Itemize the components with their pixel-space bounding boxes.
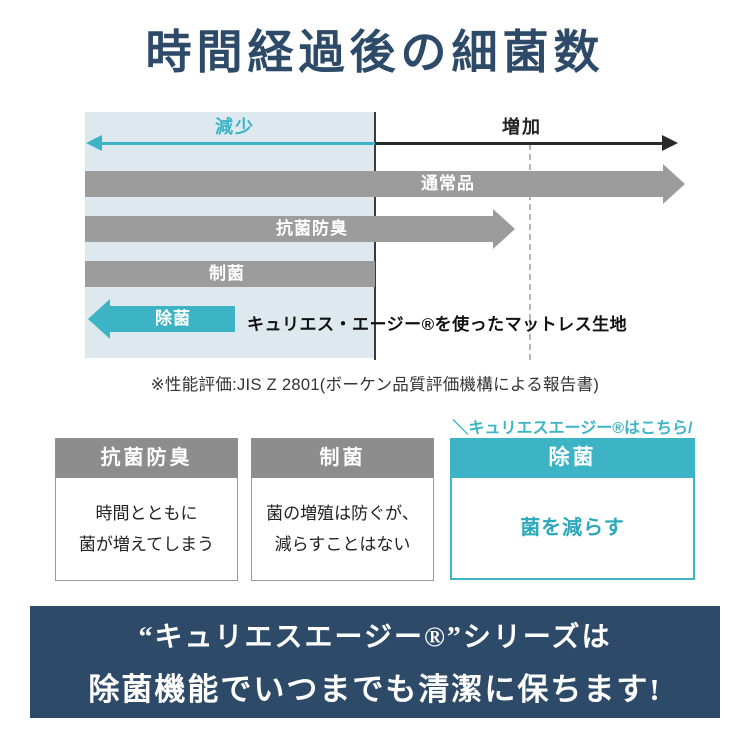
bar-bacteriostatic-label: 制菌 bbox=[209, 264, 245, 283]
footer-line-2: 除菌機能でいつまでも清潔に保ちます! bbox=[88, 672, 662, 707]
bar-antibacterial-deodorant-label: 抗菌防臭 bbox=[276, 219, 348, 238]
footer-line-1: “キュリエスエージー®”シリーズは bbox=[138, 622, 612, 653]
bar-sanitizing-label: 除菌 bbox=[155, 309, 191, 328]
comparison-box-bacteriostatic: 制菌 菌の増殖は防ぐが、 減らすことはない bbox=[251, 438, 434, 581]
bar-regular-product bbox=[85, 171, 663, 197]
comparison-box-antibacterial: 抗菌防臭 時間とともに 菌が増えてしまう bbox=[55, 438, 238, 581]
product-annotation: キュリエス・エージー®を使ったマットレス生地 bbox=[247, 315, 628, 334]
bar-bacteriostatic bbox=[85, 261, 375, 287]
comparison-box-header: 制菌 bbox=[251, 438, 434, 478]
comparison-box-header: 除菌 bbox=[450, 438, 695, 478]
performance-footnote: ※性能評価:JIS Z 2801(ボーケン品質評価機構による報告書) bbox=[150, 376, 600, 394]
bar-regular-product-label: 通常品 bbox=[421, 174, 475, 193]
highlight-callout: ＼キュリエスエージー®はこちら/ bbox=[452, 420, 693, 437]
footer-banner: “キュリエスエージー®”シリーズは 除菌機能でいつまでも清潔に保ちます! bbox=[30, 606, 720, 718]
comparison-box-body: 菌の増殖は防ぐが、 減らすことはない bbox=[251, 478, 434, 581]
increase-axis-arrow bbox=[375, 142, 664, 145]
page-title: 時間経過後の細菌数 bbox=[145, 27, 605, 78]
decrease-axis-label: 減少 bbox=[215, 117, 255, 137]
decrease-axis-arrow bbox=[100, 142, 375, 145]
bar-antibacterial-deodorant-arrowhead-icon bbox=[493, 209, 515, 249]
bar-regular-product-arrowhead-icon bbox=[663, 164, 685, 204]
bar-sanitizing-arrowhead-icon bbox=[88, 299, 110, 339]
comparison-box-body: 時間とともに 菌が増えてしまう bbox=[55, 478, 238, 581]
bar-sanitizing bbox=[110, 306, 235, 332]
increase-axis-label: 増加 bbox=[502, 117, 542, 137]
comparison-box-header: 抗菌防臭 bbox=[55, 438, 238, 478]
comparison-box-sanitizing: 除菌 菌を減らす bbox=[450, 438, 695, 580]
increase-arrowhead-icon bbox=[662, 135, 678, 151]
threshold-dashed-line bbox=[529, 144, 531, 360]
decrease-arrowhead-icon bbox=[86, 135, 102, 151]
bar-antibacterial-deodorant bbox=[85, 216, 493, 242]
comparison-box-body: 菌を減らす bbox=[450, 478, 695, 580]
